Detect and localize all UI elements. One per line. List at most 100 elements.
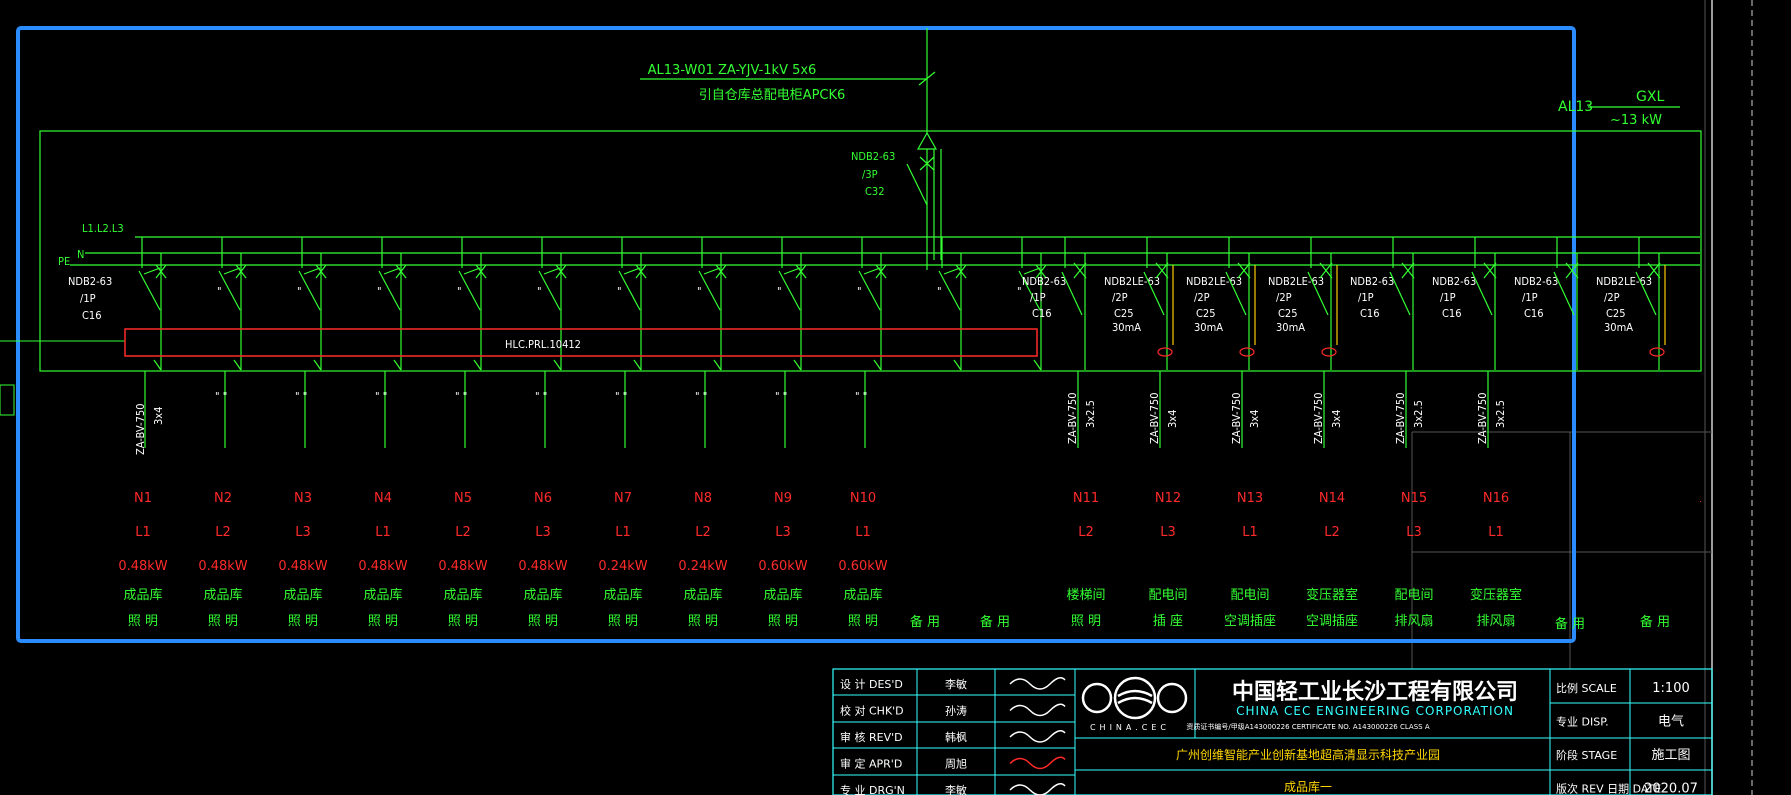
- cable-size: 3x2.5: [1412, 400, 1425, 428]
- breaker-poles: /2P: [1276, 291, 1292, 304]
- breaker-symbol: [1143, 237, 1174, 370]
- breaker-3: "" ": [295, 237, 327, 448]
- circuit-id: N7: [614, 491, 632, 506]
- breaker-rating: C16: [1524, 307, 1544, 320]
- cable-type: ZA-BV-750: [1230, 392, 1243, 444]
- circuit-use-detail: 照 明: [848, 614, 878, 629]
- circuit-power: 0.48kW: [198, 559, 247, 574]
- breaker-7: "" ": [615, 237, 647, 448]
- ditto-mark: " ": [775, 390, 787, 403]
- ditto-mark: ": [217, 285, 222, 298]
- breaker-rating: C25: [1606, 307, 1626, 320]
- selection-frame[interactable]: [16, 26, 1576, 643]
- circuit-phase: L1: [375, 525, 391, 540]
- background-grid: [1411, 0, 1712, 795]
- circuit-use-detail: 照 明: [208, 614, 238, 629]
- ditto-mark: ": [297, 285, 302, 298]
- circuit-id: N6: [534, 491, 552, 506]
- breaker-9: " " ": [775, 237, 807, 448]
- ditto-mark: ": [777, 285, 782, 298]
- bus-pe-label: PE: [58, 255, 70, 268]
- ditto-mark: ": [457, 285, 462, 298]
- circuit-use: 变压器室: [1306, 587, 1358, 603]
- signature-mark: [1009, 703, 1066, 717]
- circuit-id: N4: [374, 491, 392, 506]
- tb-person-name: 孙涛: [945, 704, 967, 718]
- tb-person-name: 李敏: [945, 677, 967, 691]
- spare-label-2: 备 用: [980, 614, 1010, 630]
- cable-size: 3x4: [1330, 410, 1343, 428]
- breaker-rcd: 30mA: [1112, 321, 1141, 334]
- circuit-phase: L1: [135, 525, 151, 540]
- circuit-use: 成品库: [283, 587, 322, 603]
- tb-field-label: 版次 REV 日期 DATE: [1556, 782, 1661, 795]
- bus-bars: [70, 236, 1700, 266]
- circuit-use-detail: 排风扇: [1394, 613, 1433, 629]
- tb-field-value: 2020.07: [1644, 782, 1698, 795]
- ditto-mark: " ": [375, 390, 387, 403]
- breaker-11: ": [937, 237, 967, 371]
- feeder-source-label: 引自仓库总配电柜APCK6: [699, 87, 846, 103]
- breaker-model: NDB2LE-63: [1104, 275, 1160, 288]
- breaker-2: " " ": [215, 237, 247, 448]
- breaker-model: NDB2LE-63: [1596, 275, 1652, 288]
- breaker-10: "" ": [855, 237, 887, 448]
- cable-size: 3x4: [1248, 410, 1261, 428]
- circuit-use: 成品库: [843, 587, 882, 603]
- cable-type: ZA-BV-750: [1476, 392, 1489, 444]
- circuit-phase: L2: [695, 525, 711, 540]
- lighting-breaker-group: "" """ """ """ """ """ """ """ """ """ZA…: [134, 237, 1047, 455]
- circuit-power: 0.60kW: [838, 559, 887, 574]
- tb-role-label: 专 业 DRG'N: [840, 783, 905, 795]
- main-breaker-poles: /3P: [862, 168, 878, 181]
- breaker-symbol: [1471, 237, 1497, 370]
- bus-phases-label: L1.L2.L3: [82, 222, 124, 235]
- tb-role-label: 校 对 CHK'D: [840, 704, 904, 718]
- breaker-rating: C16: [1360, 307, 1380, 320]
- panel-power: ~13 kW: [1610, 113, 1662, 128]
- tb-field-label: 专业 DISP.: [1556, 715, 1609, 729]
- tb-field-value: 1:100: [1652, 681, 1689, 696]
- circuit-use-detail: 照 明: [1071, 614, 1101, 629]
- circuit-use-detail: 排风扇: [1476, 613, 1515, 629]
- ditto-mark: " ": [535, 390, 547, 403]
- circuit-id: N13: [1237, 491, 1263, 506]
- breaker-poles: /2P: [1604, 291, 1620, 304]
- tb-field-label: 阶段 STAGE: [1556, 748, 1617, 762]
- breaker-model: NDB2-63: [1514, 275, 1558, 288]
- ditto-mark: ": [617, 285, 622, 298]
- breaker-poles: /2P: [1112, 291, 1128, 304]
- circuit-phase: L2: [1324, 525, 1340, 540]
- circuit-id: N5: [454, 491, 472, 506]
- ditto-mark: ": [537, 285, 542, 298]
- circuit-phase: L2: [215, 525, 231, 540]
- ditto-mark: " ": [455, 390, 467, 403]
- cable-size: 3x4: [1166, 410, 1179, 428]
- circuit-phase: L3: [535, 525, 551, 540]
- circuit-use-detail: 插 座: [1153, 614, 1183, 629]
- spare-label-1: 备 用: [910, 614, 940, 630]
- left-edge-fragment: [0, 340, 125, 416]
- signature-mark: [1009, 783, 1066, 795]
- breaker-12: ": [1017, 237, 1047, 371]
- breaker-model: NDB2-63: [1022, 275, 1066, 288]
- ditto-mark: ": [937, 285, 942, 298]
- breaker-6: " " ": [535, 237, 567, 448]
- circuit-use-detail: 照 明: [608, 614, 638, 629]
- circuit-use: 成品库: [203, 587, 242, 603]
- hlc-contactor-bar[interactable]: [124, 328, 1038, 357]
- circuit-use: 成品库: [123, 587, 162, 603]
- ditto-mark: " ": [215, 390, 227, 403]
- breaker-poles: /1P: [1358, 291, 1374, 304]
- circuit-use-detail: 照 明: [528, 614, 558, 629]
